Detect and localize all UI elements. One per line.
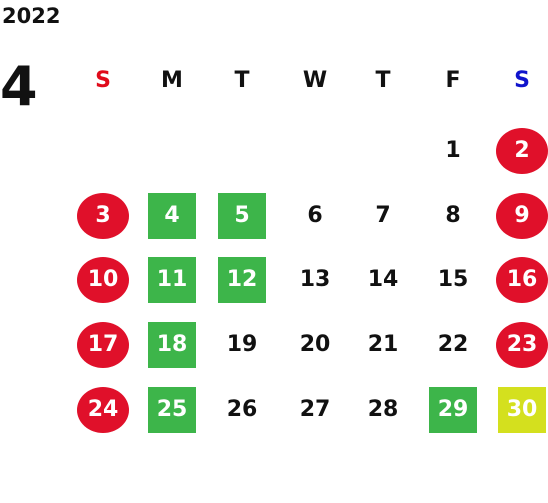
weekday-header-mon: M — [161, 68, 183, 93]
month-label: 4 — [0, 55, 38, 118]
day-cell-14[interactable]: 14 — [367, 267, 399, 292]
day-cell-30[interactable]: 30 — [498, 387, 546, 433]
day-cell-23[interactable]: 23 — [496, 322, 548, 368]
day-cell-11[interactable]: 11 — [148, 257, 196, 303]
day-cell-8[interactable]: 8 — [445, 203, 461, 228]
day-cell-22[interactable]: 22 — [437, 332, 469, 357]
day-cell-1[interactable]: 1 — [445, 138, 461, 163]
day-cell-12[interactable]: 12 — [218, 257, 266, 303]
day-cell-29[interactable]: 29 — [429, 387, 477, 433]
day-cell-25[interactable]: 25 — [148, 387, 196, 433]
day-cell-13[interactable]: 13 — [299, 267, 331, 292]
weekday-header-fri: F — [445, 68, 461, 93]
day-cell-16[interactable]: 16 — [496, 257, 548, 303]
day-cell-7[interactable]: 7 — [375, 203, 391, 228]
day-cell-26[interactable]: 26 — [226, 397, 258, 422]
day-cell-6[interactable]: 6 — [307, 203, 323, 228]
weekday-header-sun: S — [95, 68, 111, 93]
day-cell-17[interactable]: 17 — [77, 322, 129, 368]
day-cell-3[interactable]: 3 — [77, 193, 129, 239]
day-cell-4[interactable]: 4 — [148, 193, 196, 239]
day-cell-10[interactable]: 10 — [77, 257, 129, 303]
year-label: 2022 — [2, 4, 61, 28]
day-cell-24[interactable]: 24 — [77, 387, 129, 433]
day-cell-19[interactable]: 19 — [226, 332, 258, 357]
day-cell-5[interactable]: 5 — [218, 193, 266, 239]
day-cell-20[interactable]: 20 — [299, 332, 331, 357]
day-cell-15[interactable]: 15 — [437, 267, 469, 292]
weekday-header-sat: S — [514, 68, 530, 93]
day-cell-21[interactable]: 21 — [367, 332, 399, 357]
weekday-header-wed: W — [302, 68, 328, 93]
day-cell-2[interactable]: 2 — [496, 128, 548, 174]
weekday-header-thu: T — [375, 68, 391, 93]
day-cell-27[interactable]: 27 — [299, 397, 331, 422]
day-cell-9[interactable]: 9 — [496, 193, 548, 239]
weekday-header-tue: T — [234, 68, 250, 93]
day-cell-18[interactable]: 18 — [148, 322, 196, 368]
day-cell-28[interactable]: 28 — [367, 397, 399, 422]
